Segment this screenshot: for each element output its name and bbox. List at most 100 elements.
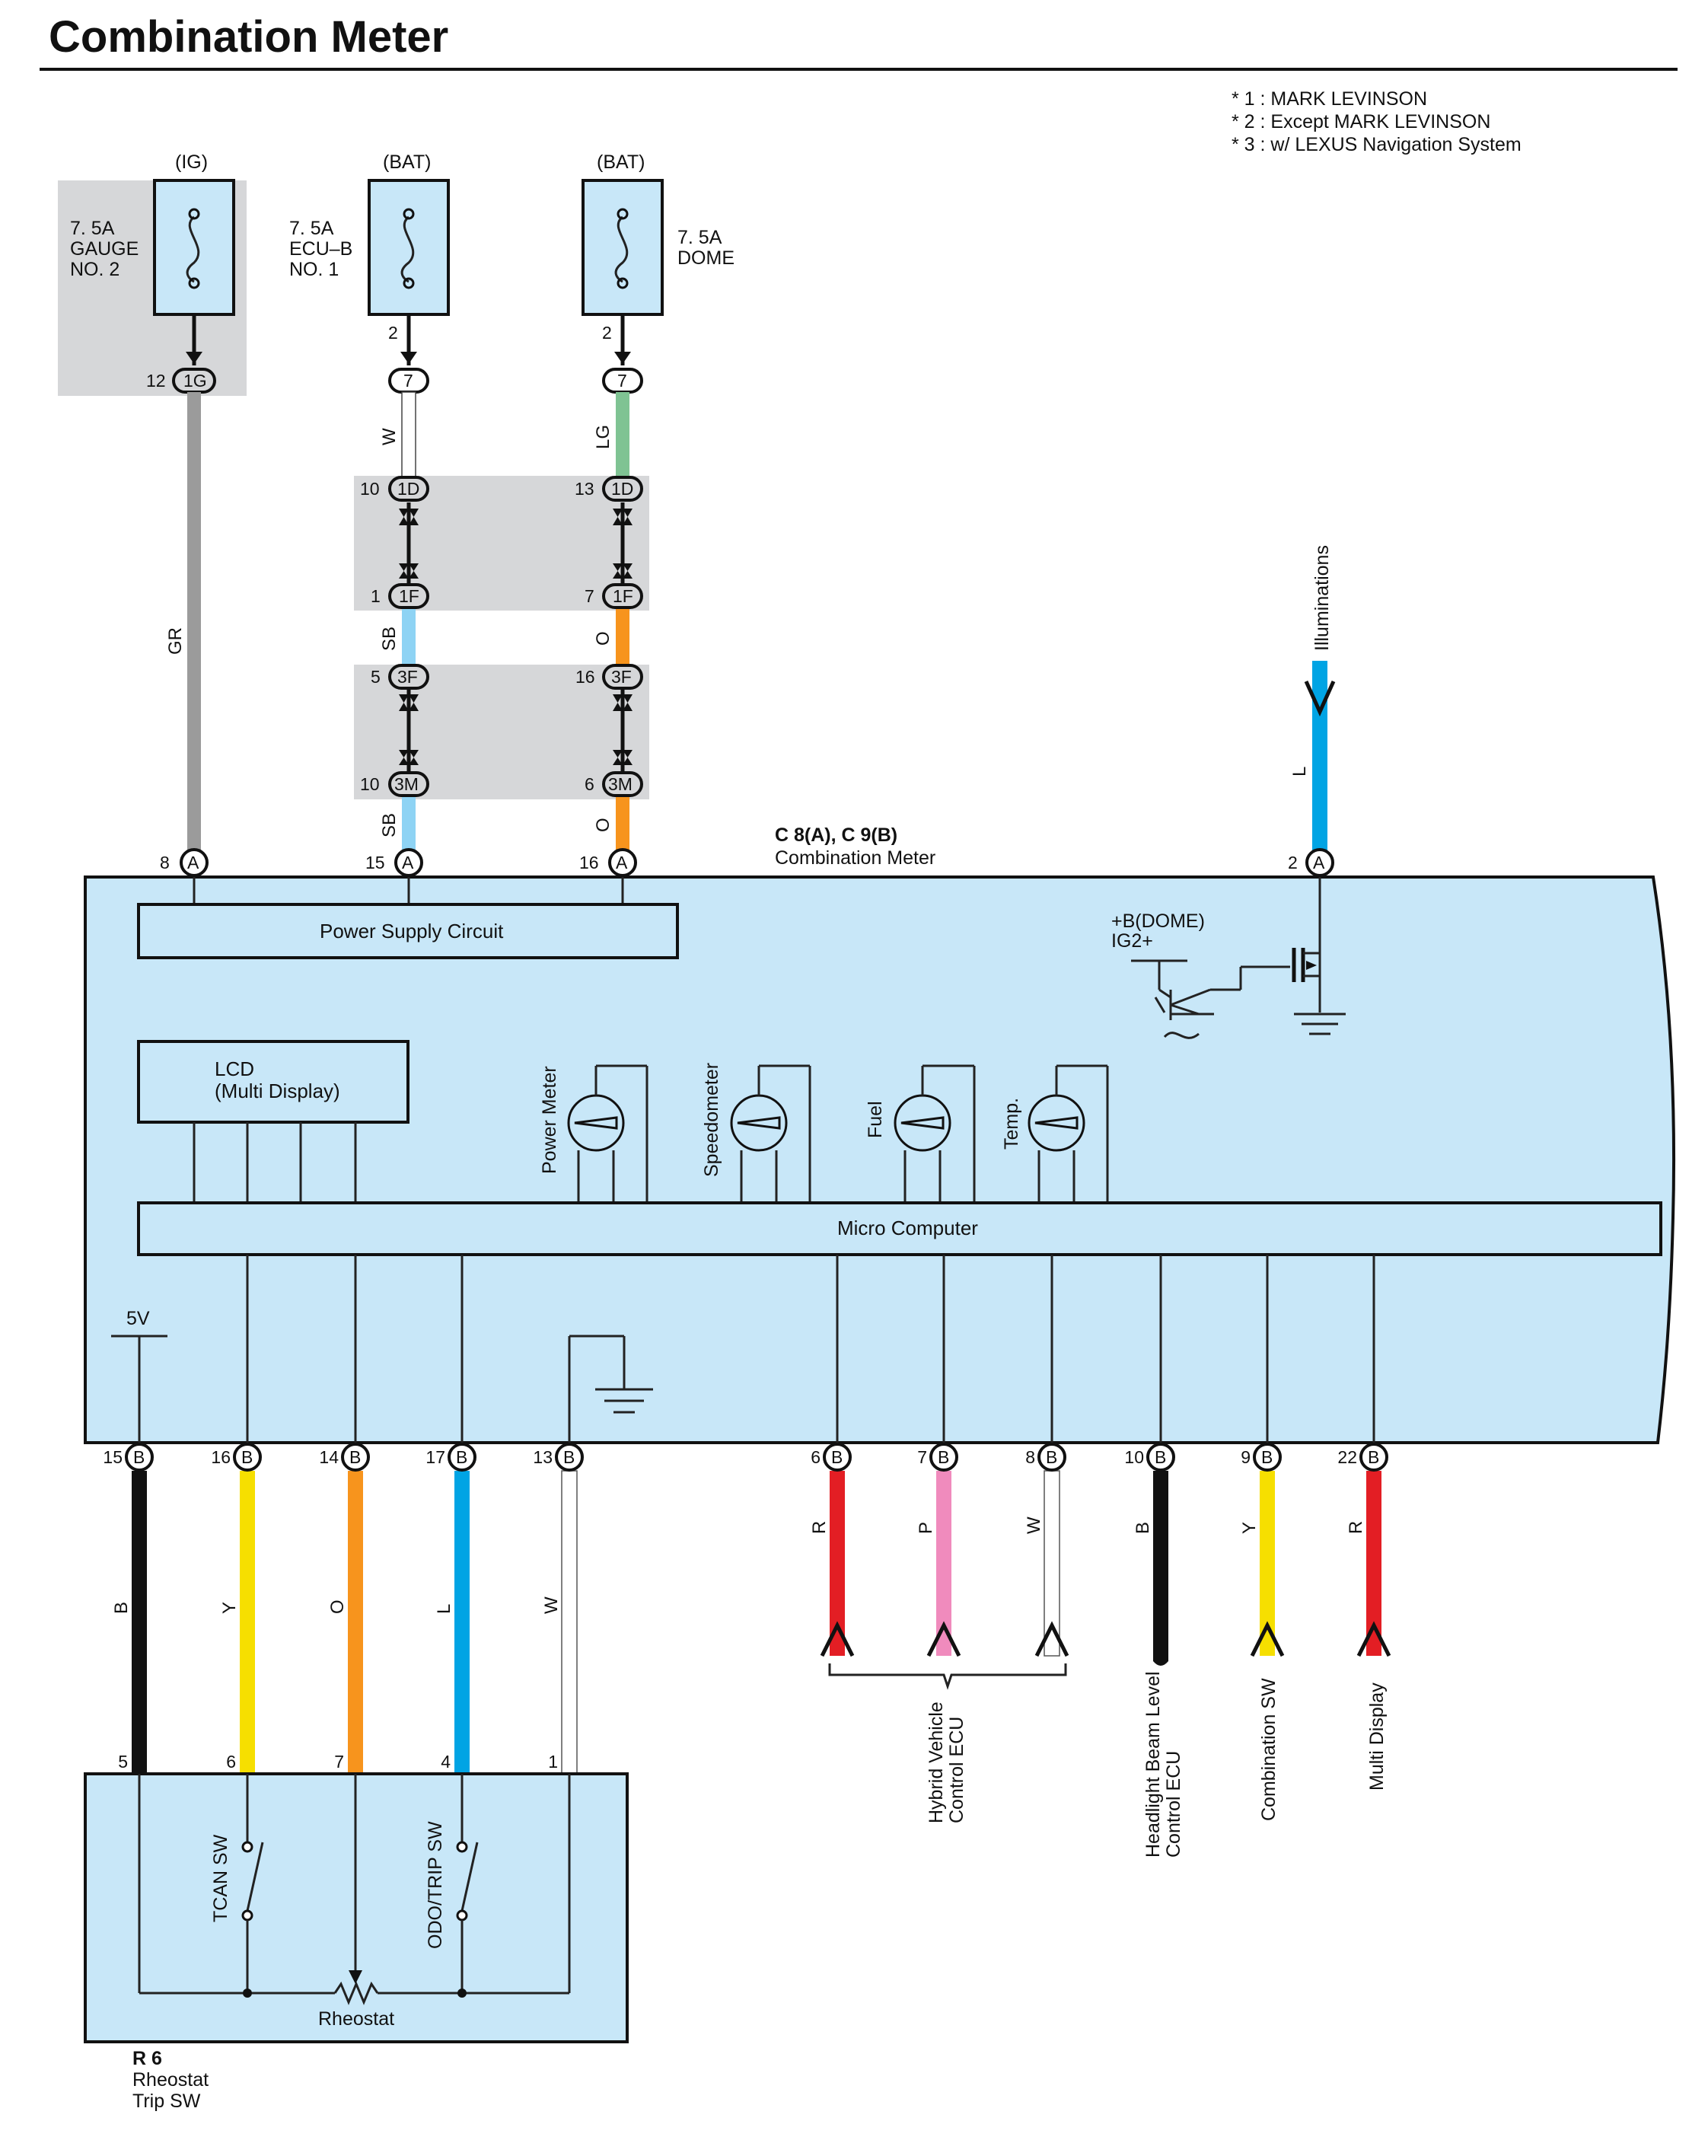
fuse-gauge-label-2: GAUGE — [70, 238, 139, 260]
svg-text:1G: 1G — [183, 371, 207, 391]
svg-text:1F: 1F — [399, 586, 419, 606]
bottom-pin-16: B 16Y — [211, 1443, 262, 1774]
connector-1F-right: 1F 7 — [585, 583, 643, 609]
bottom-pin-7: B7P — [916, 1443, 961, 1657]
svg-text:O: O — [593, 631, 613, 646]
meter-ref: C 8(A), C 9(B) — [775, 824, 897, 846]
power-supply-circuit — [137, 903, 679, 959]
svg-text:B: B — [111, 1602, 132, 1614]
wire-gr — [187, 392, 201, 856]
top-pin-15: A 15 — [365, 848, 423, 877]
svg-text:B: B — [1155, 1447, 1166, 1467]
bottom-pin-6: B6R — [809, 1443, 855, 1657]
svg-text:+B(DOME): +B(DOME) — [1111, 911, 1205, 932]
svg-text:3M: 3M — [608, 774, 633, 794]
svg-text:B: B — [563, 1447, 575, 1467]
svg-text:O: O — [327, 1599, 348, 1614]
rheostat-internals — [138, 1774, 571, 2005]
svg-text:17: 17 — [425, 1447, 445, 1467]
svg-text:1D: 1D — [397, 479, 419, 499]
svg-text:13: 13 — [533, 1447, 553, 1467]
wire-w-top — [401, 391, 416, 483]
dome-transistor: +B(DOME) IG2+ — [1111, 877, 1346, 1039]
svg-text:13: 13 — [575, 479, 594, 499]
svg-text:(Multi Display): (Multi Display) — [215, 1080, 340, 1102]
five-volt-supply: 5V — [111, 1308, 167, 1443]
svg-text:1: 1 — [371, 586, 381, 606]
svg-text:R: R — [1346, 1521, 1366, 1534]
connector-7-ecub: 7 — [388, 368, 429, 394]
meter-ground — [568, 1335, 653, 1443]
connector-3M-right: 3M 6 — [585, 771, 643, 797]
rheostat-desc-1: Rheostat — [132, 2069, 209, 2091]
svg-text:SB: SB — [379, 627, 400, 651]
svg-text:8: 8 — [1025, 1447, 1035, 1467]
fuse-ecub-label-2: ECU–B — [289, 238, 352, 260]
rheostat-pin-7: 7 — [334, 1752, 344, 1772]
svg-text:7: 7 — [585, 586, 594, 606]
svg-text:3F: 3F — [611, 667, 632, 687]
connector-3F-right: 3F 16 — [575, 664, 643, 690]
gauge-power-meter: Power Meter — [539, 1064, 648, 1203]
note-3: * 3 : w/ LEXUS Navigation System — [1232, 134, 1522, 155]
fuse-ecub-label-3: NO. 1 — [289, 259, 339, 280]
svg-text:5V: 5V — [126, 1308, 150, 1329]
connector-1D-left: 1D 10 — [360, 476, 429, 502]
note-1: * 1 : MARK LEVINSON — [1232, 88, 1427, 110]
svg-text:Temp.: Temp. — [1001, 1098, 1022, 1150]
svg-text:SB: SB — [379, 813, 400, 837]
wire-lg-top — [616, 392, 629, 482]
junction-2-arrows — [399, 689, 633, 773]
notes: * 1 : MARK LEVINSON * 2 : Except MARK LE… — [1232, 88, 1522, 155]
svg-text:P: P — [916, 1522, 936, 1534]
dest-multi-display: Multi Display — [1366, 1682, 1388, 1791]
rheostat-label: Rheostat — [318, 2008, 394, 2030]
svg-text:B: B — [1368, 1447, 1379, 1467]
svg-text:7: 7 — [917, 1447, 927, 1467]
svg-text:A: A — [402, 853, 414, 872]
svg-text:LCD: LCD — [215, 1057, 254, 1080]
svg-text:6: 6 — [811, 1447, 821, 1467]
svg-text:B: B — [241, 1447, 253, 1467]
hybrid-bracket — [828, 1663, 1067, 1690]
svg-text:5: 5 — [371, 667, 381, 687]
svg-text:9: 9 — [1241, 1447, 1251, 1467]
svg-text:Fuel: Fuel — [865, 1101, 886, 1138]
rheostat-desc-2: Trip SW — [132, 2091, 201, 2112]
fuse-ecub-pin: 2 — [388, 323, 398, 343]
fuse-gauge-box — [153, 179, 235, 316]
bottom-pin-8: B8W — [1024, 1443, 1069, 1657]
svg-text:10: 10 — [360, 774, 380, 794]
svg-text:16: 16 — [579, 853, 599, 872]
svg-text:3M: 3M — [394, 774, 419, 794]
svg-text:Y: Y — [1239, 1522, 1260, 1534]
fuse-gauge-label-1: 7. 5A — [70, 218, 115, 239]
svg-text:Power Supply Circuit: Power Supply Circuit — [320, 920, 504, 942]
connector-3F-left: 3F 5 — [371, 664, 429, 690]
top-pin-8: A 8 — [160, 848, 209, 877]
svg-text:B: B — [938, 1447, 949, 1467]
gauge-speedometer: Speedometer — [701, 1063, 811, 1203]
fuse-ecub-source: (BAT) — [383, 151, 431, 173]
svg-text:3F: 3F — [397, 667, 418, 687]
connector-7-dome: 7 — [602, 368, 643, 394]
svg-text:16: 16 — [211, 1447, 231, 1467]
bottom-pin-22: B 22R — [1337, 1443, 1391, 1657]
rheostat-pin-5: 5 — [118, 1752, 128, 1772]
svg-text:Y: Y — [219, 1602, 240, 1614]
svg-text:A: A — [616, 853, 628, 872]
micro-computer — [137, 1201, 1662, 1256]
dest-headlight-2: Control ECU — [1163, 1751, 1184, 1858]
rheostat-pin-1: 1 — [548, 1752, 558, 1772]
svg-text:22: 22 — [1337, 1447, 1357, 1467]
svg-text:1D: 1D — [611, 479, 633, 499]
meter-box — [84, 875, 1676, 1444]
connector-1G: 1G 12 — [146, 368, 216, 394]
svg-text:A: A — [187, 853, 199, 872]
svg-text:R: R — [809, 1521, 830, 1534]
